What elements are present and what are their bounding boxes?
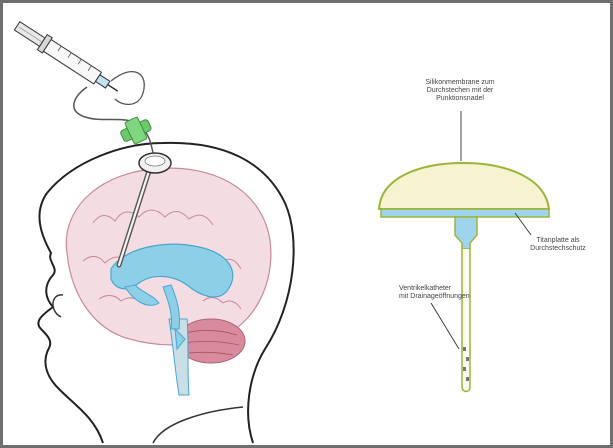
titan-label: Titanplatte als Durchstechschutz <box>515 237 601 253</box>
syringe-icon <box>12 18 122 98</box>
drain-tubing-loop <box>111 72 144 105</box>
titan-plate <box>381 209 549 217</box>
catheter-label-line1: Ventrikelkatheter <box>399 285 470 293</box>
catheter-junction <box>455 217 477 249</box>
diagram-canvas <box>3 3 613 448</box>
head-illustration <box>12 18 293 443</box>
membrane-label-line2: Durchstechen mit der <box>405 87 515 95</box>
titan-label-line1: Titanplatte als <box>515 237 601 245</box>
reservoir-icon <box>139 153 171 173</box>
silicone-membrane <box>379 163 549 209</box>
catheter-label-line2: mit Drainageöffnungen <box>399 293 470 301</box>
clamp-icon <box>117 113 154 147</box>
catheter-label: Ventrikelkatheter mit Drainageöffnungen <box>399 285 470 301</box>
membrane-label-line1: Silikonmembrane zum <box>405 79 515 87</box>
titan-label-line2: Durchstechschutz <box>515 245 601 253</box>
membrane-label: Silikonmembrane zum Durchstechen mit der… <box>405 79 515 103</box>
catheter-leader <box>431 303 459 349</box>
membrane-label-line3: Punktionsnadel <box>405 95 515 103</box>
